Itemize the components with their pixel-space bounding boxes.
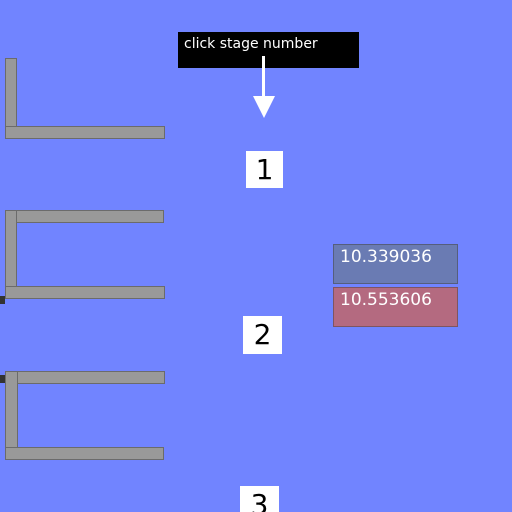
arrow-down-icon [253, 56, 275, 118]
shelf-3-base [5, 447, 164, 460]
readout-value-blue: 10.339036 [333, 244, 458, 284]
shelf-3-top [5, 371, 165, 384]
shelf-2-peg [0, 296, 5, 304]
shelf-3-post [5, 371, 18, 459]
shelf-2-top [5, 210, 164, 223]
stage-button-1[interactable]: 1 [246, 151, 283, 188]
instruction-label: click stage number [178, 32, 359, 68]
readout-value-red: 10.553606 [333, 287, 458, 327]
stage-button-2[interactable]: 2 [243, 316, 282, 354]
shelf-3-peg [0, 375, 5, 383]
stage-button-3[interactable]: 3 [240, 486, 279, 512]
shelf-1-base [5, 126, 165, 139]
shelf-2-post [5, 210, 17, 298]
shelf-2-base [5, 286, 165, 299]
